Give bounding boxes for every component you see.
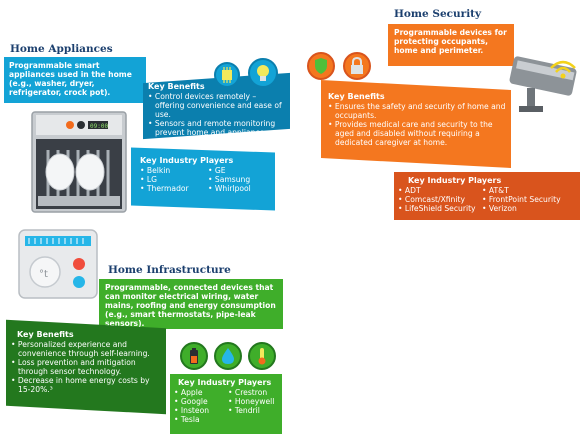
appliances-players-list: Belkin GE LG Samsung Thermador Whirlpool [140, 166, 270, 193]
security-title: Home Security [394, 8, 482, 20]
security-intro-text: Programmable devices for protecting occu… [394, 28, 507, 55]
infrastructure-player: Crestron [228, 388, 280, 397]
security-benefits-title: Key Benefits [328, 92, 385, 101]
infrastructure-players-list: Apple Crestron Google Honeywell Insteon … [174, 388, 280, 424]
security-players-list: ADT AT&T Comcast/Xfinity FrontPoint Secu… [398, 186, 578, 213]
security-benefits-box: Key Benefits Ensures the safety and secu… [328, 92, 508, 147]
security-players-title: Key Industry Players [408, 176, 502, 185]
appliances-players-title: Key Industry Players [140, 156, 234, 165]
appliances-players-box: Key Industry Players Belkin GE LG Samsun… [140, 156, 270, 193]
appliances-benefit-item: Sensors and remote monitoring prevent ho… [148, 119, 288, 146]
infrastructure-benefit-item: Personalized experience and convenience … [11, 340, 161, 358]
security-benefit-item: Ensures the safety and security of home … [328, 102, 508, 120]
security-player: Comcast/Xfinity [398, 195, 480, 204]
chip-icon [214, 62, 240, 88]
infrastructure-intro-box: Programmable, connected devices that can… [99, 279, 283, 329]
appliances-player: Belkin [140, 166, 202, 175]
infrastructure-benefits-title: Key Benefits [17, 330, 74, 339]
infrastructure-benefit-item: Decrease in home energy costs by 15-20%.… [11, 376, 161, 394]
appliances-player: Samsung [208, 175, 270, 184]
security-players-box: Key Industry Players ADT AT&T Comcast/Xf… [398, 176, 578, 213]
battery-icon [180, 342, 208, 370]
thermostat-label: °t [39, 269, 48, 280]
thermometer-icon [248, 342, 276, 370]
infrastructure-title: Home Infrastructure [108, 264, 231, 276]
appliances-intro-text: Programmable smart appliances used in th… [9, 61, 132, 97]
appliances-player: GE [208, 166, 270, 175]
infrastructure-players-title: Key Industry Players [178, 378, 272, 387]
appliances-benefits-title: Key Benefits [148, 82, 205, 91]
infrastructure-benefits-box: Key Benefits Personalized experience and… [11, 330, 161, 394]
security-player: FrontPoint Security [482, 195, 578, 204]
infrastructure-benefit-item: Loss prevention and mitigation through s… [11, 358, 161, 376]
infrastructure-benefits-list: Personalized experience and convenience … [11, 340, 161, 394]
security-player: AT&T [482, 186, 578, 195]
appliances-benefits-list: Control devices remotely – offering conv… [148, 92, 288, 146]
appliances-player: Whirlpool [208, 184, 270, 193]
thermostat-illustration: °t [18, 229, 98, 299]
appliances-benefit-item: Control devices remotely – offering conv… [148, 92, 288, 119]
appliances-benefits-box: Key Benefits Control devices remotely – … [148, 82, 288, 146]
security-player: ADT [398, 186, 480, 195]
infrastructure-intro-text: Programmable, connected devices that can… [105, 283, 276, 328]
appliances-title: Home Appliances [10, 43, 113, 55]
shield-icon [307, 52, 335, 80]
water-drop-icon [214, 342, 242, 370]
dishwasher-display: 09:00 [90, 123, 108, 130]
infrastructure-players-box: Key Industry Players Apple Crestron Goog… [174, 378, 280, 424]
appliances-player: Thermador [140, 184, 202, 193]
security-benefit-item: Provides medical care and security to th… [328, 120, 508, 147]
padlock-icon [343, 52, 371, 80]
security-intro-box: Programmable devices for protecting occu… [388, 24, 514, 66]
security-camera-illustration [509, 56, 577, 112]
dishwasher-illustration: 09:00 [31, 111, 127, 213]
infrastructure-player: Tendril [228, 406, 280, 415]
lightbulb-icon [248, 58, 278, 88]
infrastructure-player: Honeywell [228, 397, 280, 406]
infrastructure-player: Insteon [174, 406, 226, 415]
infrastructure-player: Google [174, 397, 226, 406]
security-player: LifeShield Security [398, 204, 480, 213]
appliances-intro-box: Programmable smart appliances used in th… [4, 57, 146, 103]
security-benefits-list: Ensures the safety and security of home … [328, 102, 508, 147]
security-player: Verizon [482, 204, 578, 213]
wifi-signal-icon [550, 60, 576, 79]
infrastructure-player: Apple [174, 388, 226, 397]
appliances-player: LG [140, 175, 202, 184]
infrastructure-player: Tesla [174, 415, 226, 424]
